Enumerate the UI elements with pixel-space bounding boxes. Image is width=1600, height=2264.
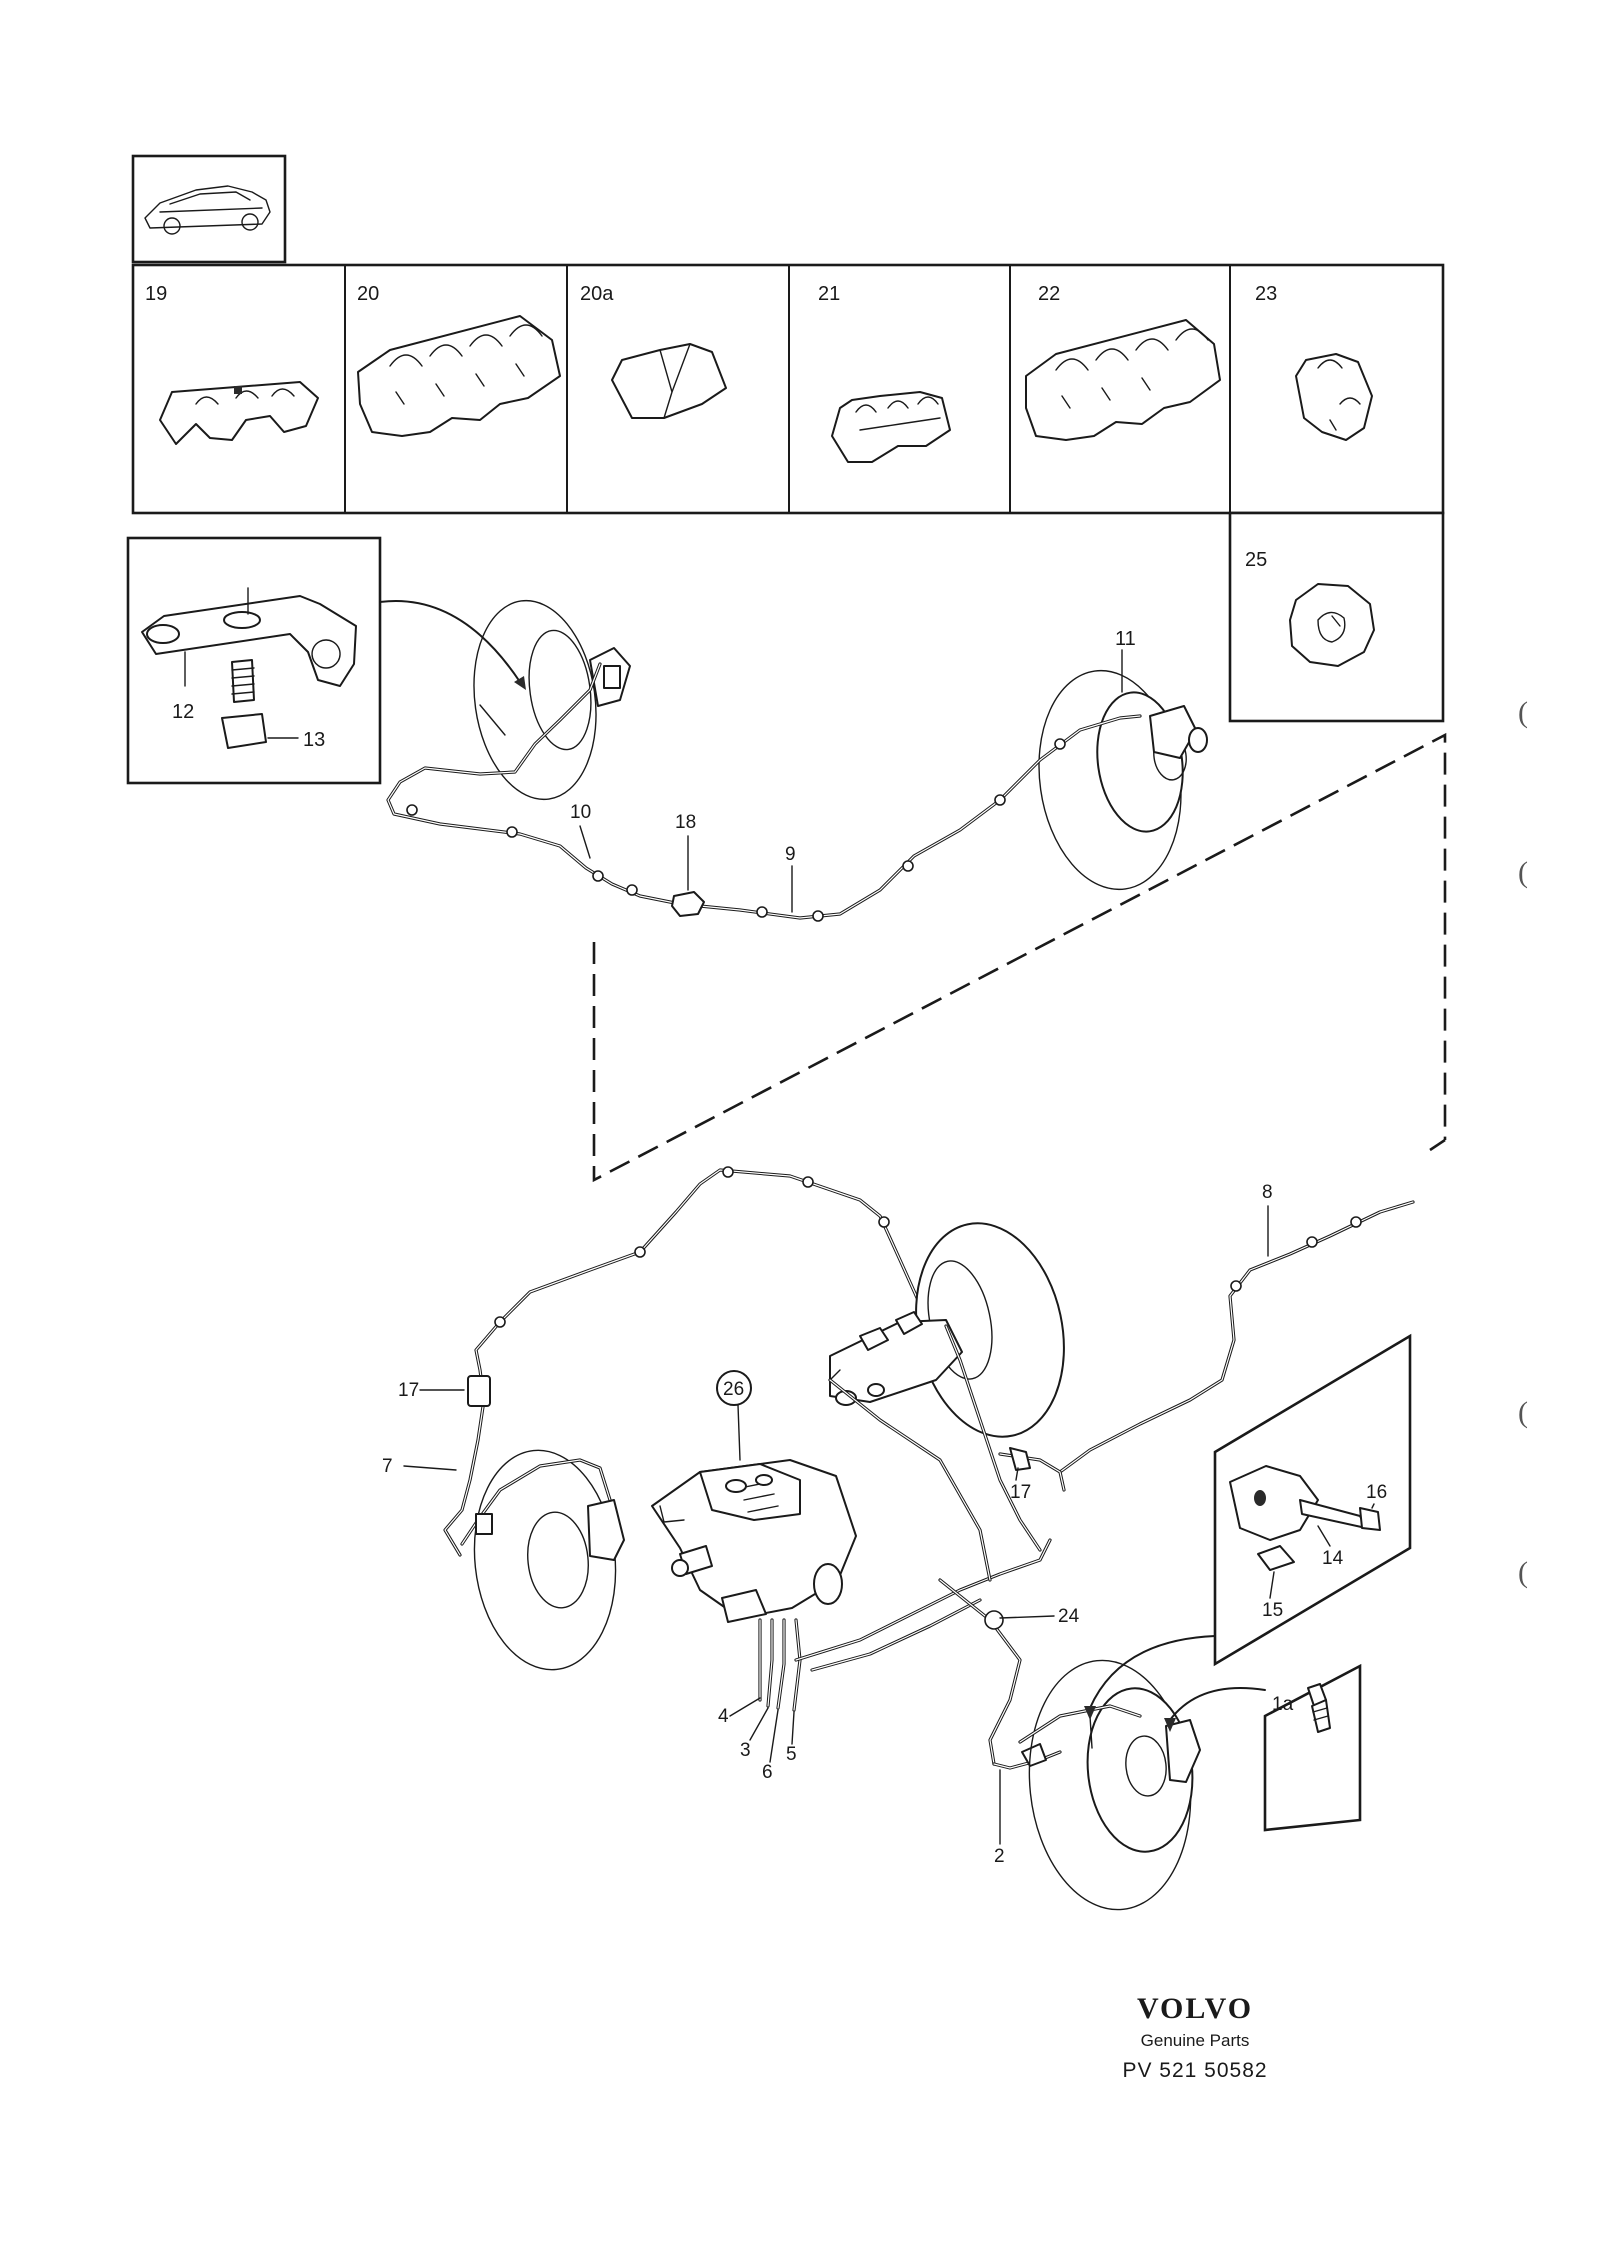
clip-20: 20 [357,283,561,437]
main-brake-lines: 8 17 7 [382,1166,1415,1557]
brand-tagline: Genuine Parts [1141,2031,1250,2050]
volvo-branding: VOLVO Genuine Parts PV 521 50582 [1122,1992,1267,2082]
callout-16: 16 [1366,1482,1387,1503]
clip-25: 25 [1228,511,1445,723]
abs-hydraulic-unit: 26 [651,1370,857,1623]
callout-2: 2 [994,1846,1005,1867]
clip-box-row [131,263,1445,515]
callout-5: 5 [786,1744,797,1765]
abs-pipe-bundle: 24 17 4 3 6 5 [718,1324,1080,1783]
callout-9: 9 [785,844,796,865]
callout-17-left: 17 [398,1380,419,1401]
callout-20a: 20a [580,283,614,305]
clip-23: 23 [1255,283,1373,441]
callout-15: 15 [1262,1600,1283,1621]
margin-mark: ( [1518,696,1528,729]
bracket-inset: 12 13 [126,536,526,785]
clip-19: 19 [145,283,319,445]
callout-20: 20 [357,283,379,305]
clip-20a: 20a [580,283,727,419]
callout-19: 19 [145,283,167,305]
margin-mark: ( [1518,856,1528,889]
front-right-disc: 2 [994,1659,1201,1911]
margin-mark: ( [1518,1396,1528,1429]
bracket-inset-right: 16 14 15 [1084,1333,1412,1720]
callout-26: 26 [723,1379,744,1400]
callout-8: 8 [1262,1182,1273,1203]
callout-23: 23 [1255,283,1277,305]
margin-mark: ( [1518,1556,1528,1589]
callout-11: 11 [1115,628,1136,650]
callout-6: 6 [762,1762,773,1783]
callout-1a: 1a [1272,1694,1294,1715]
brand-logo: VOLVO [1137,1992,1253,2025]
callout-22: 22 [1038,283,1060,305]
margin-marks: ( ( ( ( [1518,696,1528,1589]
rear-right-disc: 11 [1038,628,1208,891]
callout-17-right: 17 [1010,1482,1031,1503]
rear-brake-lines: 10 18 9 [386,662,1142,922]
front-left-disc [460,1449,625,1671]
brake-booster [829,1222,1065,1438]
clip-21: 21 [818,283,951,463]
part-number: PV 521 50582 [1122,2059,1267,2082]
callout-14: 14 [1322,1548,1344,1569]
callout-12: 12 [172,701,194,723]
callout-10: 10 [570,802,591,823]
callout-18: 18 [675,812,696,833]
callout-7: 7 [382,1456,393,1477]
callout-4: 4 [718,1706,729,1727]
callout-25: 25 [1245,549,1267,571]
dashed-section-outline [592,732,1447,1183]
vehicle-thumbnail [131,154,287,264]
callout-24: 24 [1058,1606,1080,1627]
callout-3: 3 [740,1740,751,1761]
clip-22: 22 [1025,283,1221,441]
bleeder-inset: 1a [1164,1663,1362,1832]
callout-13: 13 [303,729,325,751]
callout-21: 21 [818,283,840,305]
